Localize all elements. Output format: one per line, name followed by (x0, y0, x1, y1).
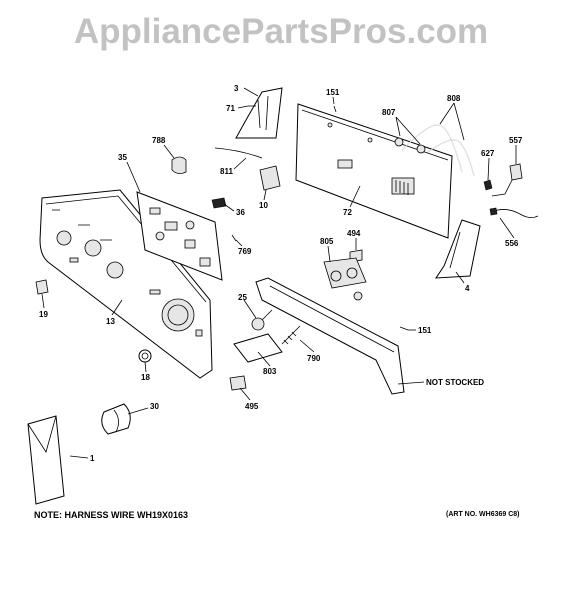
label-13: 13 (106, 317, 115, 326)
label-30: 30 (150, 402, 159, 411)
label-769: 769 (238, 247, 252, 256)
end-cap-right-part (435, 219, 481, 279)
label-627: 627 (481, 149, 495, 158)
label-10: 10 (259, 201, 268, 210)
art-number: (ART NO. WH6369 C8) (446, 511, 520, 518)
backsplash-panel-part (295, 103, 453, 239)
label-25: 25 (238, 293, 247, 302)
label-807: 807 (382, 108, 396, 117)
part-labels: 3 151 808 71 807 557 788 627 35 811 10 7… (39, 84, 523, 463)
circuit-board-part (136, 191, 223, 281)
label-557: 557 (509, 136, 523, 145)
label-1: 1 (90, 454, 95, 463)
label-18: 18 (141, 373, 150, 382)
label-790: 790 (307, 354, 321, 363)
control-panel-part (39, 189, 213, 379)
label-808: 808 (447, 94, 461, 103)
label-805: 805 (320, 237, 334, 246)
end-cap-left-part (235, 87, 283, 139)
label-19: 19 (39, 310, 48, 319)
label-not-stocked: NOT STOCKED (426, 378, 484, 387)
hardware-parts (27, 105, 539, 505)
label-36: 36 (236, 208, 245, 217)
harness-note: NOTE: HARNESS WIRE WH19X0163 (34, 510, 189, 520)
label-495: 495 (245, 402, 259, 411)
label-151-top: 151 (326, 88, 340, 97)
fill-hose-part (401, 124, 475, 177)
label-72: 72 (343, 208, 352, 217)
label-556: 556 (505, 239, 519, 248)
label-803: 803 (263, 367, 277, 376)
label-811: 811 (220, 167, 233, 176)
label-494: 494 (347, 229, 361, 238)
label-788: 788 (152, 136, 166, 145)
label-151-right: 151 (418, 326, 432, 335)
label-71: 71 (226, 104, 235, 113)
leader-lines (41, 87, 517, 459)
label-4: 4 (465, 284, 470, 293)
watermark-text: AppliancePartsPros.com (73, 12, 489, 51)
label-35: 35 (118, 153, 127, 162)
label-3: 3 (234, 84, 239, 93)
support-bracket-part (255, 277, 405, 395)
